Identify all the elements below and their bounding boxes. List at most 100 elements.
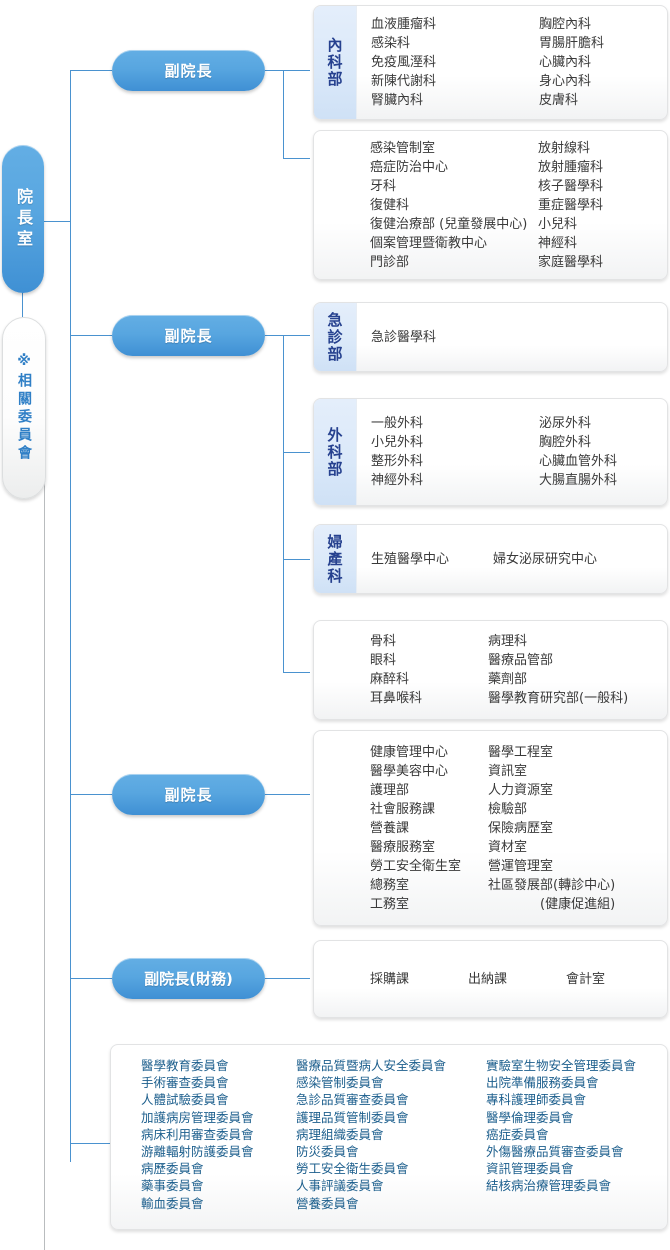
dept-item[interactable]: 醫學工程室 [488, 744, 554, 760]
node-vice-president-3[interactable]: 副院長 [112, 774, 265, 815]
committee-item[interactable]: 資訊管理委員會 [486, 1161, 574, 1177]
committee-item[interactable]: 病床利用審查委員會 [141, 1126, 254, 1142]
dept-item[interactable]: 整形外科 [371, 454, 424, 469]
dept-item[interactable]: 心臟血管外科 [539, 454, 618, 469]
committee-item[interactable]: 手術審查委員會 [141, 1075, 229, 1091]
dept-item[interactable]: 胸腔外科 [539, 435, 592, 450]
dept-item[interactable]: 小兒外科 [371, 435, 424, 450]
committee-item[interactable]: 實驗室生物安全管理委員會 [486, 1058, 637, 1073]
committee-item[interactable]: 急診品質審查委員會 [296, 1092, 409, 1108]
dept-item[interactable]: 免疫風溼科 [371, 55, 437, 70]
dept-item[interactable]: 放射腫瘤科 [538, 159, 604, 175]
committee-item[interactable]: 醫學倫理委員會 [486, 1109, 574, 1125]
dept-item[interactable]: (健康促進組) [488, 896, 616, 912]
committee-item[interactable]: 出院準備服務委員會 [486, 1075, 599, 1091]
committee-item[interactable]: 人事評議委員會 [296, 1178, 384, 1194]
dept-item[interactable]: 醫療服務室 [370, 839, 436, 855]
dept-item[interactable]: 總務室 [370, 877, 410, 893]
dept-item[interactable]: 婦女泌尿研究中心 [493, 551, 598, 567]
committee-item[interactable]: 人體試驗委員會 [141, 1092, 229, 1108]
committee-item[interactable]: 防災委員會 [296, 1144, 359, 1160]
node-president-office[interactable]: 院長室 [2, 145, 44, 293]
dept-item[interactable]: 護理部 [370, 782, 410, 798]
committee-item[interactable]: 藥事委員會 [141, 1178, 204, 1194]
committee-item[interactable]: 醫學教育委員會 [141, 1058, 229, 1073]
dept-item[interactable]: 藥劑部 [488, 672, 528, 687]
dept-item[interactable]: 人力資源室 [488, 782, 554, 798]
dept-item[interactable]: 新陳代謝科 [371, 74, 437, 89]
dept-item[interactable]: 身心內科 [539, 74, 592, 89]
dept-item[interactable]: 血液腫瘤科 [371, 17, 437, 32]
node-president-office-label: 院長室 [14, 187, 33, 251]
dept-item[interactable]: 骨科 [370, 634, 397, 649]
dept-item[interactable]: 社區發展部(轉診中心) [488, 877, 616, 893]
dept-item[interactable]: 資訊室 [488, 763, 528, 779]
dept-item[interactable]: 醫學教育研究部(一般科) [488, 691, 629, 706]
dept-item[interactable]: 醫療品管部 [488, 653, 554, 668]
dept-box-emergency: 急診部 急診醫學科 [313, 302, 668, 372]
node-vice-president-4-finance[interactable]: 副院長(財務) [112, 958, 265, 999]
node-vice-president-2[interactable]: 副院長 [112, 315, 265, 356]
dept-item[interactable]: 復健治療部 (兒童發展中心) [370, 216, 528, 232]
dept-item[interactable]: 社會服務課 [370, 801, 436, 817]
dept-item[interactable]: 小兒科 [538, 216, 578, 232]
dept-item[interactable]: 工務室 [370, 896, 410, 912]
dept-item[interactable]: 保險病歷室 [488, 820, 554, 836]
committee-item[interactable]: 營養委員會 [296, 1195, 359, 1211]
dept-item[interactable]: 感染科 [371, 36, 411, 51]
dept-item[interactable]: 營養課 [370, 820, 410, 836]
dept-item[interactable]: 重症醫學科 [538, 197, 604, 213]
committee-item[interactable]: 加護病房管理委員會 [141, 1109, 254, 1125]
dept-item[interactable]: 檢驗部 [488, 801, 528, 817]
dept-item[interactable]: 耳鼻喉科 [370, 691, 423, 706]
committee-item[interactable]: 感染管制委員會 [296, 1075, 384, 1091]
dept-item[interactable]: 個案管理暨衛教中心 [370, 235, 488, 251]
dept-item[interactable]: 腎臟內科 [371, 93, 424, 108]
committee-item[interactable]: 游離輻射防護委員會 [141, 1144, 254, 1160]
connector-trunk-vertical [70, 70, 71, 1162]
committee-item[interactable]: 病理組織委員會 [296, 1126, 384, 1142]
dept-item[interactable]: 感染管制室 [370, 140, 436, 156]
dept-item[interactable]: 一般外科 [371, 416, 424, 431]
dept-box-internal-medicine: 內科部 血液腫瘤科 感染科 免疫風溼科 新陳代謝科 腎臟內科 胸腔內科 胃腸肝膽… [313, 5, 668, 120]
dept-item[interactable]: 皮膚科 [539, 93, 579, 108]
dept-item[interactable]: 病理科 [488, 634, 528, 649]
committee-item[interactable]: 輸血委員會 [141, 1195, 204, 1211]
committee-item[interactable]: 護理品質管制委員會 [296, 1109, 409, 1125]
committee-item[interactable]: 外傷醫療品質審查委員會 [486, 1144, 624, 1160]
dept-item[interactable]: 醫學美容中心 [370, 763, 449, 779]
committee-item[interactable]: 癌症委員會 [486, 1126, 549, 1142]
dept-item[interactable]: 癌症防治中心 [370, 159, 449, 175]
dept-item[interactable]: 生殖醫學中心 [371, 551, 450, 567]
committee-item[interactable]: 勞工安全衛生委員會 [296, 1161, 409, 1177]
dept-item[interactable]: 胃腸肝膽科 [539, 36, 605, 51]
dept-item[interactable]: 出納課 [468, 971, 508, 987]
dept-item[interactable]: 胸腔內科 [539, 17, 592, 32]
dept-item[interactable]: 牙科 [370, 178, 397, 194]
dept-item[interactable]: 放射線科 [538, 140, 591, 156]
committee-item[interactable]: 專科護理師委員會 [486, 1092, 587, 1108]
dept-item[interactable]: 勞工安全衛生室 [370, 858, 462, 874]
node-related-committees[interactable]: ※相關委員會 [2, 317, 46, 499]
dept-item[interactable]: 神經科 [538, 235, 578, 251]
dept-item[interactable]: 健康管理中心 [370, 744, 449, 760]
dept-item[interactable]: 復健科 [370, 197, 410, 213]
dept-item[interactable]: 營運管理室 [488, 858, 554, 874]
dept-item[interactable]: 心臟內科 [539, 55, 592, 70]
dept-item[interactable]: 大腸直腸外科 [539, 473, 618, 488]
committee-item[interactable]: 結核病治療管理委員會 [486, 1178, 612, 1194]
dept-item[interactable]: 神經外科 [371, 473, 424, 488]
dept-item[interactable]: 家庭醫學科 [538, 254, 604, 270]
committee-item[interactable]: 病歷委員會 [141, 1161, 204, 1177]
dept-item[interactable]: 泌尿外科 [539, 416, 592, 431]
dept-item[interactable]: 急診醫學科 [371, 329, 437, 345]
dept-item[interactable]: 資材室 [488, 839, 528, 855]
dept-item[interactable]: 會計室 [566, 971, 606, 987]
dept-item[interactable]: 麻醉科 [370, 672, 410, 687]
dept-item[interactable]: 門診部 [370, 254, 410, 270]
dept-item[interactable]: 核子醫學科 [538, 178, 604, 194]
node-vice-president-1[interactable]: 副院長 [112, 50, 265, 91]
committee-item[interactable]: 醫療品質暨病人安全委員會 [296, 1058, 447, 1073]
dept-item[interactable]: 採購課 [370, 971, 410, 987]
dept-item[interactable]: 眼科 [370, 653, 397, 668]
